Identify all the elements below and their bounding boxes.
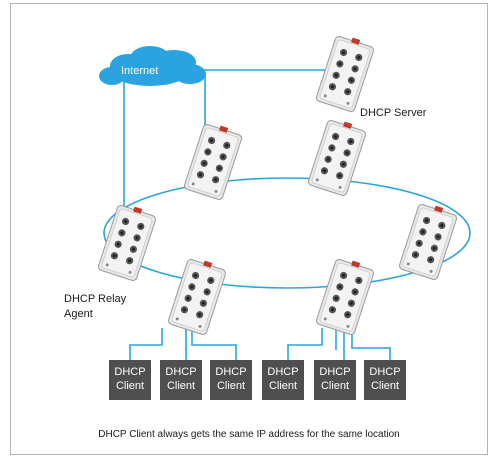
client-line2: Client xyxy=(370,380,400,392)
dhcp-client-box: DHCP Client xyxy=(210,360,252,400)
switch-icon-bottom-left xyxy=(166,255,228,337)
dhcp-client-box: DHCP Client xyxy=(109,360,151,400)
relay-agent-label-line2: Agent xyxy=(64,308,93,320)
switch-icon-right xyxy=(397,200,459,282)
client-line2: Client xyxy=(216,380,246,392)
switch-icon-bottom-right xyxy=(314,255,376,337)
client-line1: DHCP xyxy=(114,366,146,378)
relay-agent-label-line1: DHCP Relay xyxy=(64,293,127,305)
switch-icon-top-left xyxy=(182,120,244,202)
client-line2: Client xyxy=(115,380,145,392)
client-line2: Client xyxy=(166,380,196,392)
client-line1: DHCP xyxy=(369,366,401,378)
switch-icon-dhcp-server xyxy=(314,32,376,114)
dhcp-server-label: DHCP Server xyxy=(360,107,427,119)
dhcp-client-box: DHCP Client xyxy=(160,360,202,400)
client-line1: DHCP xyxy=(319,366,351,378)
ring-link xyxy=(103,177,471,289)
dhcp-client-box: DHCP Client xyxy=(262,360,304,400)
client-line2: Client xyxy=(320,380,350,392)
switch-icon-top-right xyxy=(306,116,368,198)
diagram-frame xyxy=(10,3,488,455)
internet-cloud xyxy=(99,46,206,86)
dhcp-client-box: DHCP Client xyxy=(314,360,356,400)
internet-label: Internet xyxy=(121,65,159,77)
client-line1: DHCP xyxy=(165,366,197,378)
client-line2: Client xyxy=(268,380,298,392)
diagram-caption: DHCP Client always gets the same IP addr… xyxy=(98,429,400,440)
client-links-left xyxy=(129,310,237,360)
dhcp-client-box: DHCP Client xyxy=(364,360,406,400)
client-line1: DHCP xyxy=(215,366,247,378)
client-line1: DHCP xyxy=(267,366,299,378)
